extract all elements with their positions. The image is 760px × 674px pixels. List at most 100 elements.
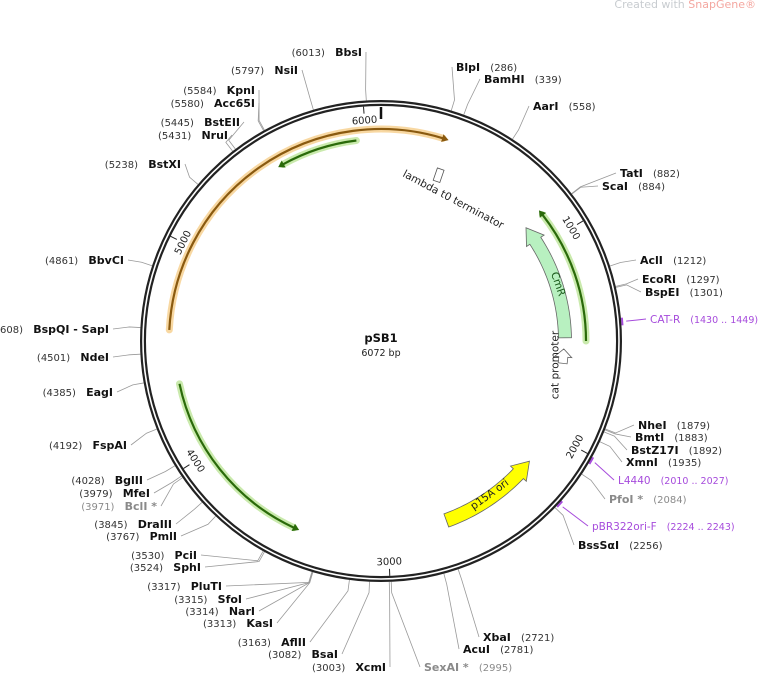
enzyme-name: PciI — [175, 549, 197, 562]
orange-feature-arrow-glow — [165, 125, 447, 334]
enzyme-label[interactable]: AcuI (2781) — [463, 638, 533, 657]
enzyme-leader-line — [457, 569, 480, 638]
enzyme-name: NsiI — [274, 64, 298, 77]
enzyme-label[interactable]: (3971) BclI * — [81, 495, 157, 514]
enzyme-label[interactable]: (3163) AflII — [238, 631, 306, 650]
enzyme-label[interactable]: XbaI (2721) — [483, 626, 554, 645]
enzyme-label[interactable]: BamHI (339) — [484, 68, 562, 87]
enzyme-label[interactable]: AarI (558) — [533, 95, 596, 114]
enzyme-label[interactable]: BmtI (1883) — [635, 426, 708, 445]
orange-feature-arrow — [168, 127, 444, 330]
spacer — [628, 175, 638, 194]
enzyme-position: (5238) — [105, 160, 138, 171]
enzyme-leader-line — [571, 172, 617, 194]
enzyme-label[interactable]: EcoRI (1297) — [642, 268, 720, 287]
spacer — [325, 41, 335, 60]
enzyme-position: (3314) — [185, 607, 218, 618]
enzyme-leader-line — [615, 278, 639, 287]
enzyme-label[interactable]: (3315) SfoI — [174, 588, 242, 607]
enzyme-leader-line — [609, 259, 637, 267]
enzyme-leader-line — [127, 259, 153, 267]
spacer — [236, 612, 246, 631]
spacer — [219, 600, 229, 619]
enzyme-label[interactable]: (5797) NsiI — [231, 59, 298, 78]
enzyme-label[interactable]: (3313) KasI — [203, 612, 273, 631]
enzyme-label[interactable]: AclI (1212) — [640, 249, 706, 268]
enzyme-name: BamHI — [484, 73, 525, 86]
green-feature-arrow-right-head — [538, 210, 547, 218]
enzyme-label[interactable]: XmnI (1935) — [626, 451, 701, 470]
enzyme-leader-line — [615, 284, 642, 293]
enzyme-position: (1879) — [677, 421, 710, 432]
enzyme-label[interactable]: (4861) BbvCI — [45, 249, 124, 268]
enzyme-name: BbsI — [335, 46, 362, 59]
enzyme-label[interactable]: PfoI * (2084) — [609, 488, 687, 507]
enzyme-label[interactable]: (5584) KpnI — [183, 79, 255, 98]
watermark-brand: SnapGene® — [688, 0, 756, 11]
spacer — [139, 525, 149, 544]
enzyme-name: BlpI — [456, 61, 480, 74]
primer-range: (1430 .. 1449) — [690, 315, 758, 326]
enzyme-leader-line — [388, 581, 391, 668]
enzyme-position: (4501) — [37, 353, 70, 364]
enzyme-label[interactable]: (5445) BstEII — [161, 111, 240, 130]
enzyme-label[interactable]: (4028) BglII — [71, 469, 143, 488]
enzyme-label[interactable]: (3845) DraIII — [94, 513, 172, 532]
cat-promoter-label: cat promoter — [550, 330, 562, 399]
enzyme-label[interactable]: TatI (882) — [620, 162, 680, 181]
enzyme-label[interactable]: (5431) NruI — [158, 124, 228, 143]
enzyme-name: PfoI * — [609, 493, 643, 506]
enzyme-leader-line — [204, 551, 265, 568]
enzyme-label[interactable]: (4192) FspAI — [49, 434, 127, 453]
enzyme-position: (2781) — [500, 645, 533, 656]
enzyme-position: (286) — [490, 63, 517, 74]
spacer — [76, 381, 86, 400]
primer-label[interactable]: CAT-R (1430 .. 1449) — [650, 314, 758, 326]
enzyme-position: (1212) — [673, 256, 706, 267]
enzyme-leader-line — [225, 571, 313, 587]
enzyme-position: (3971) — [81, 502, 114, 513]
enzyme-label[interactable]: BssSαI (2256) — [578, 534, 663, 553]
enzyme-name: BsaI — [312, 648, 338, 661]
enzyme-label[interactable]: (4608) BspQI - SapI — [0, 318, 109, 337]
enzyme-label[interactable]: BspEI (1301) — [645, 281, 723, 300]
enzyme-leader-line — [146, 465, 176, 481]
enzyme-position: (1301) — [690, 288, 723, 299]
spacer — [345, 656, 355, 674]
enzyme-label[interactable]: (4385) EagI — [43, 381, 113, 400]
enzyme-position: (3845) — [94, 520, 127, 531]
enzyme-label[interactable]: (3979) MfeI — [79, 482, 150, 501]
enzyme-label[interactable]: (4501) NdeI — [37, 346, 109, 365]
primer-label[interactable]: pBR322ori-F (2224 .. 2243) — [592, 521, 735, 533]
enzyme-position: (5797) — [231, 66, 264, 77]
enzyme-name: BmtI — [635, 431, 664, 444]
enzyme-label[interactable]: (3003) XcmI — [312, 656, 386, 674]
enzyme-label[interactable]: (6013) BbsI — [292, 41, 362, 60]
enzyme-label[interactable]: (3314) NarI — [185, 600, 255, 619]
enzyme-label[interactable]: BlpI (286) — [456, 56, 517, 75]
enzyme-label[interactable]: (3317) PluTI — [147, 575, 222, 594]
enzyme-label[interactable]: BstZ17I (1892) — [631, 439, 722, 458]
enzyme-label[interactable]: NheI (1879) — [638, 414, 710, 433]
enzyme-label[interactable]: (3082) BsaI — [268, 643, 338, 662]
enzyme-name: BssSαI — [578, 539, 619, 552]
primer-label[interactable]: L4440 (2010 .. 2027) — [618, 475, 728, 487]
enzyme-leader-line — [112, 326, 141, 330]
enzyme-label[interactable]: (5238) BstXI — [105, 153, 181, 172]
enzyme-label[interactable]: ScaI (884) — [602, 175, 665, 194]
enzyme-leader-line — [225, 134, 233, 152]
spacer — [128, 513, 138, 532]
enzyme-position: (1935) — [668, 458, 701, 469]
enzyme-position: (4861) — [45, 256, 78, 267]
enzyme-label[interactable]: SexAI * (2995) — [424, 656, 512, 674]
enzyme-position: (3163) — [238, 638, 271, 649]
enzyme-label[interactable]: (3530) PciI — [131, 544, 197, 563]
enzyme-label[interactable]: (3524) SphI — [130, 556, 201, 575]
enzyme-label[interactable]: (3767) PmlI — [106, 525, 177, 544]
enzyme-label[interactable]: (5580) Acc65I — [171, 92, 255, 111]
tick-mark — [170, 235, 178, 240]
enzyme-labels: (6013) BbsI(5797) NsiI(5584) KpnI(5580) … — [0, 41, 758, 674]
spacer — [679, 281, 689, 300]
enzyme-leader-line — [301, 69, 314, 110]
enzyme-leader-line — [554, 507, 575, 546]
